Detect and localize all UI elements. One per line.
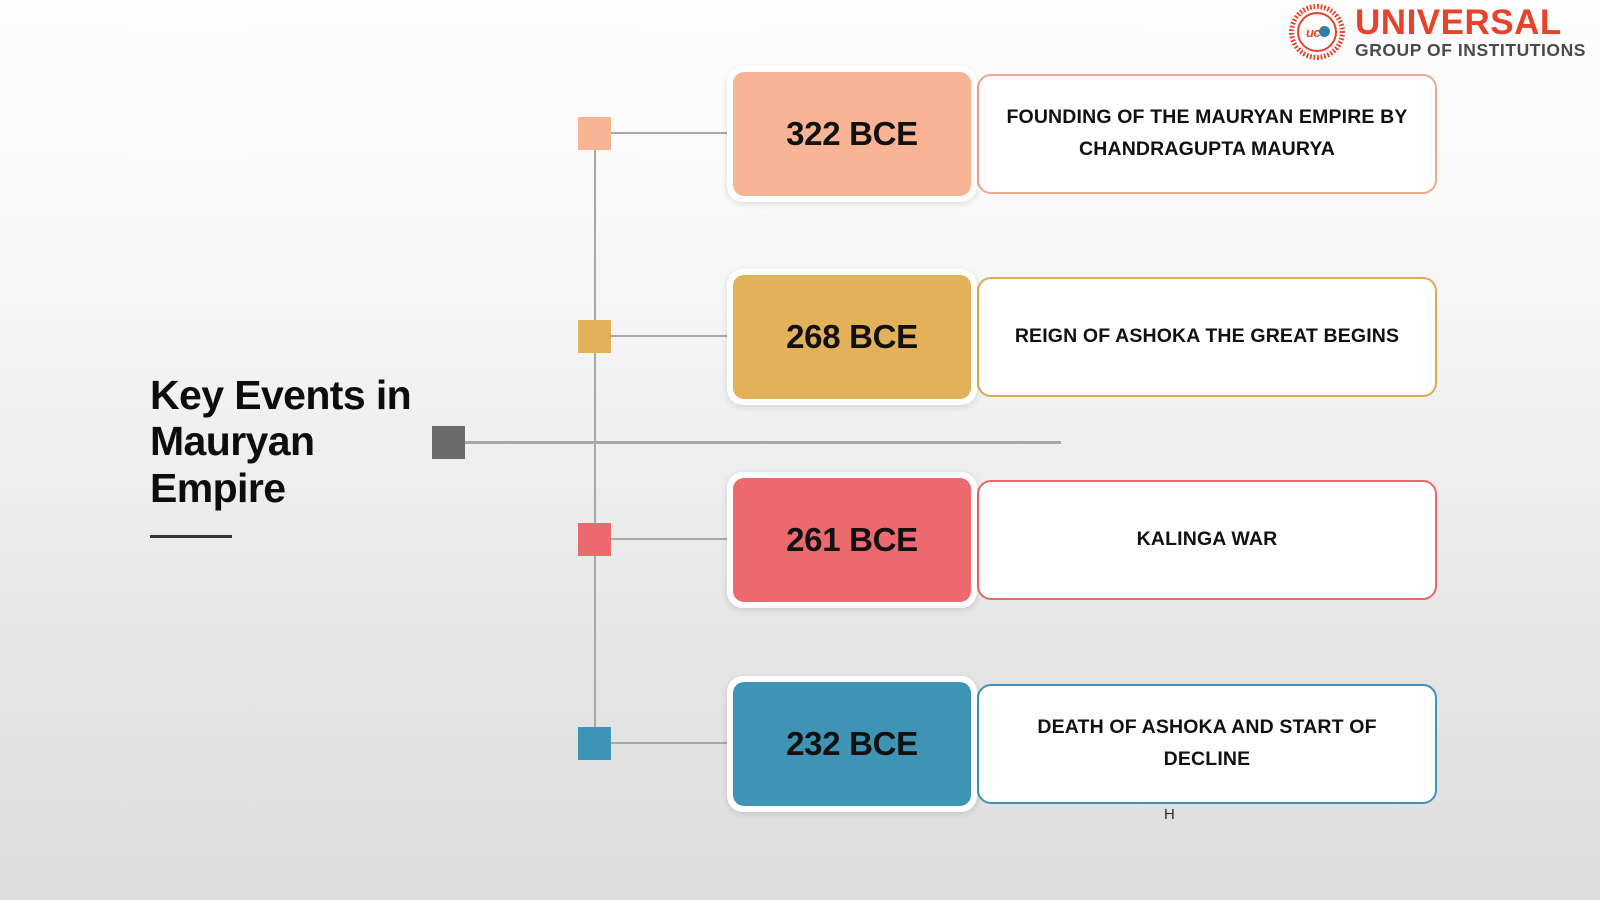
event-date-chip[interactable]: 322 BCE xyxy=(727,66,977,202)
event-description-card[interactable]: DEATH OF ASHOKA AND START OF DECLINE xyxy=(977,684,1437,804)
timeline-root-connector xyxy=(465,441,1061,444)
event-date-chip[interactable]: 268 BCE xyxy=(727,269,977,405)
page-title-block: Key Events in Mauryan Empire xyxy=(150,372,450,538)
timeline-root-marker xyxy=(432,426,465,459)
timeline-connector-line xyxy=(611,335,730,337)
event-description-card[interactable]: KALINGA WAR xyxy=(977,480,1437,600)
logo-name-primary: UNIVERSAL xyxy=(1355,2,1562,42)
event-description-text: DEATH OF ASHOKA AND START OF DECLINE xyxy=(1037,716,1377,770)
universal-group-logo: uc UNIVERSAL GROUP OF INSTITUTIONS xyxy=(1289,4,1586,60)
timeline-event-row[interactable]: 322 BCE FOUNDING OF THE MAURYAN EMPIRE B… xyxy=(0,66,1600,202)
timeline-event-row[interactable]: 268 BCE REIGN OF ASHOKA THE GREAT BEGINS xyxy=(0,269,1600,405)
event-date-label: 268 BCE xyxy=(733,275,971,399)
timeline-marker-square xyxy=(578,320,611,353)
logo-dot-icon xyxy=(1319,26,1331,37)
event-description-card[interactable]: FOUNDING OF THE MAURYAN EMPIRE BY CHANDR… xyxy=(977,74,1437,194)
logo-monogram: uc xyxy=(1305,24,1321,40)
logo-ring xyxy=(1297,12,1338,52)
logo-wordmark: UNIVERSAL GROUP OF INSTITUTIONS xyxy=(1355,5,1586,60)
timeline-connector-line xyxy=(611,538,730,540)
timeline-marker-square xyxy=(578,523,611,556)
page-title: Key Events in Mauryan Empire xyxy=(150,372,412,511)
event-description-text: KALINGA WAR xyxy=(1136,528,1278,551)
timeline-connector-line xyxy=(611,742,730,744)
event-description-text: FOUNDING OF THE MAURYAN EMPIRE BY CHANDR… xyxy=(1006,106,1408,160)
event-date-chip[interactable]: 232 BCE xyxy=(727,676,977,812)
event-date-label: 261 BCE xyxy=(733,478,971,602)
timeline-event-row[interactable]: 232 BCE DEATH OF ASHOKA AND START OF DEC… xyxy=(0,676,1600,812)
event-date-label: 232 BCE xyxy=(733,682,971,806)
event-date-chip[interactable]: 261 BCE xyxy=(727,472,977,608)
logo-name-secondary: GROUP OF INSTITUTIONS xyxy=(1355,39,1586,60)
logo-gear-icon: uc xyxy=(1289,4,1346,60)
timeline-marker-square xyxy=(578,727,611,760)
event-description-card[interactable]: REIGN OF ASHOKA THE GREAT BEGINS xyxy=(977,277,1437,397)
timeline-connector-line xyxy=(611,132,730,134)
event-date-label: 322 BCE xyxy=(733,72,971,196)
timeline-marker-square xyxy=(578,117,611,150)
stray-character: H xyxy=(1164,806,1175,823)
timeline-event-row[interactable]: 261 BCE KALINGA WAR xyxy=(0,472,1600,608)
title-underline xyxy=(150,534,232,538)
event-description-text: REIGN OF ASHOKA THE GREAT BEGINS xyxy=(1014,325,1400,348)
